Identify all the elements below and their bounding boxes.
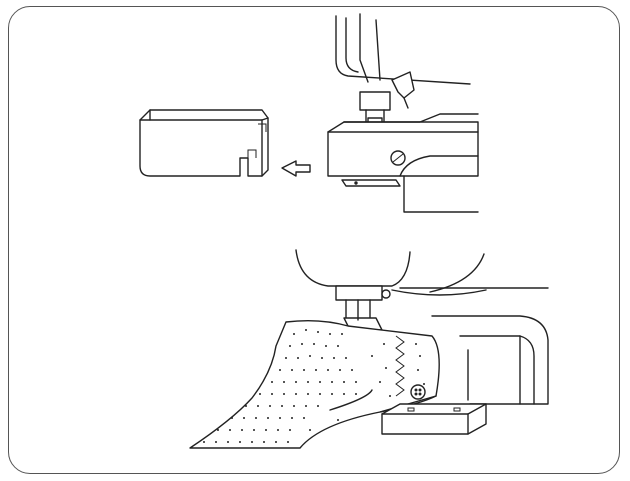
bottom-panel <box>189 249 549 449</box>
fabric-dots <box>203 329 425 443</box>
base-bar <box>381 403 487 435</box>
arrow-left-icon <box>281 160 311 177</box>
figure-frame <box>8 6 620 474</box>
presser-foot-lower <box>335 285 391 331</box>
fabric-sleeve <box>189 319 440 449</box>
machine-head <box>335 13 471 109</box>
screw-knob-icon <box>410 384 426 400</box>
machine-head-lower <box>295 249 549 296</box>
free-arm-bed <box>327 113 479 213</box>
free-arm-lower <box>431 315 549 405</box>
top-panel <box>139 13 479 213</box>
extension-table <box>139 109 269 177</box>
